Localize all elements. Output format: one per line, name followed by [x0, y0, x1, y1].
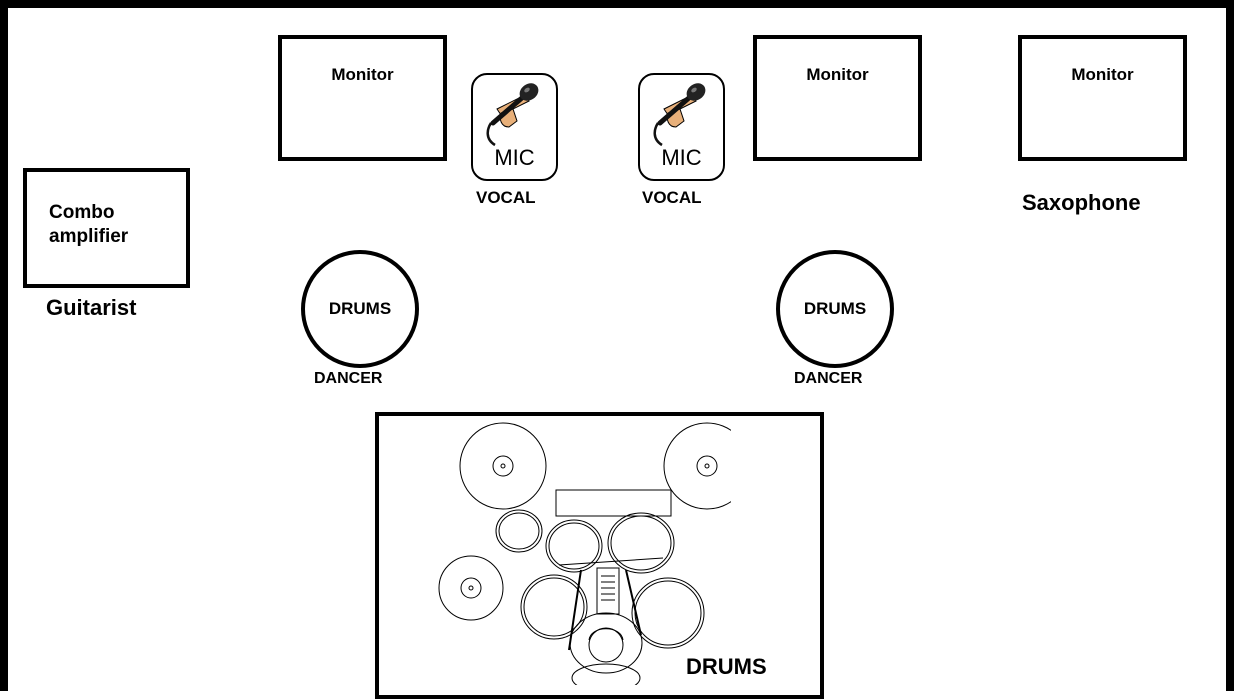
dancer-drum-right: DRUMS [776, 250, 894, 368]
dancer-drum-left: DRUMS [301, 250, 419, 368]
microphone-hand-icon [486, 83, 539, 147]
guitarist-label: Guitarist [46, 295, 137, 320]
monitor-center: Monitor [753, 35, 922, 161]
monitor-label: Monitor [806, 65, 869, 84]
mic-box-left: MIC [471, 73, 558, 181]
dancer-caption-right: DANCER [794, 370, 863, 387]
monitor-label: Monitor [331, 65, 394, 84]
monitor-right: Monitor [1018, 35, 1187, 161]
monitor-label: Monitor [1071, 65, 1134, 84]
dancer-drum-label: DRUMS [328, 299, 392, 318]
amplifier-label-line1: Combo [49, 202, 115, 223]
mic-box-right: MIC [638, 73, 725, 181]
drum-riser-label: DRUMS [686, 654, 767, 679]
mic-label: MIC [661, 145, 702, 170]
dancer-drum-label: DRUMS [803, 299, 867, 318]
mic-label: MIC [494, 145, 535, 170]
amplifier-label-line2: amplifier [49, 226, 129, 247]
microphone-hand-icon [653, 83, 706, 147]
saxophone-label: Saxophone [1022, 190, 1141, 215]
vocal-caption-left: VOCAL [476, 188, 536, 207]
vocal-caption-right: VOCAL [642, 188, 702, 207]
drum-riser: DRUMS [375, 412, 824, 699]
combo-amplifier: Combo amplifier [23, 168, 190, 288]
monitor-left: Monitor [278, 35, 447, 161]
dancer-caption-left: DANCER [314, 370, 383, 387]
drum-kit-icon [438, 422, 731, 685]
